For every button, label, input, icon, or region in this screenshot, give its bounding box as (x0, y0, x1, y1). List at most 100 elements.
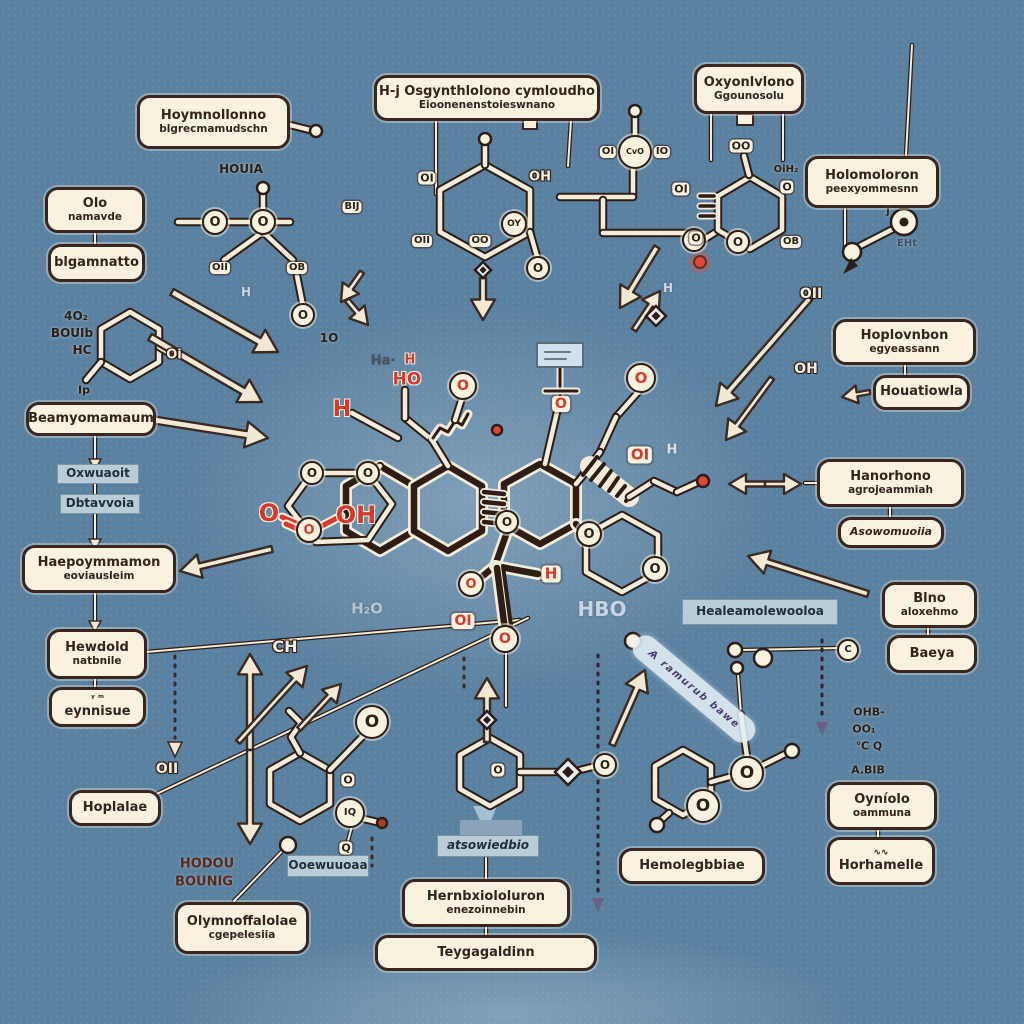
atom-label: H (662, 281, 674, 295)
atom-label: CH (272, 637, 298, 656)
callout-hemolegbbiae: Hemolegbbiae (619, 848, 765, 884)
atom-label: OiH₂ (773, 164, 799, 175)
atom-label: OI (451, 613, 475, 629)
atom-label: H₂O (351, 599, 383, 618)
atom-circle-label: O (526, 256, 550, 280)
callout-teygagaldinn: Teygagaldinn (375, 935, 597, 971)
callout-haepoymmamon-line: Haepoymmamon (37, 554, 161, 570)
atom-circle-label: O (449, 372, 477, 400)
atom-label: O (552, 396, 570, 412)
atom-label: Ip (78, 383, 90, 397)
callout-horhamelle-line: Horhamelle (838, 857, 924, 873)
callout-olo-namavde-line: namavde (67, 211, 123, 224)
callout-hewdold-line: Hewdold (65, 639, 129, 655)
atom-label: OII (155, 761, 179, 777)
atom-circle-label: O (356, 461, 380, 485)
callout-ooewuuoaa-line: Ooewuuoaa (288, 858, 368, 873)
callout-asowomuoiia-line: Asowomuoiia (849, 525, 933, 539)
callout-atsowiedbio-line: atsowiedbio (446, 838, 530, 853)
atom-circle-label: O (296, 517, 322, 543)
callout-hemolegbbiae-line: Hemolegbbiae (639, 857, 745, 873)
atom-label: OI (672, 182, 690, 196)
callout-houatiowla-line: Houatiowla (880, 384, 963, 400)
atom-label: H (404, 352, 416, 368)
callout-hewdold-line: natbnile (72, 655, 122, 668)
callout-dbtavvoia: Dbtavvoia (60, 494, 140, 514)
callout-hanorhono-line: agrojeammiah (848, 484, 933, 497)
atom-circle-label: O (355, 705, 389, 739)
atom-label: OII (412, 235, 432, 247)
callout-oyniolo-line: Oyníolo (854, 791, 910, 807)
atom-circle-label: O (593, 753, 617, 777)
atom-circle-label: O (458, 571, 484, 597)
atom-label: 4O₂ (64, 309, 88, 323)
atom-circle-label: O (642, 556, 668, 582)
atom-label: OO₁ (852, 722, 876, 736)
atom-label: OI (627, 446, 653, 464)
callout-osgynthlolono-line: H-j Osgynthlolono cymloudho (379, 83, 595, 99)
callout-hoplalae: Hoplalae (69, 790, 161, 826)
callout-ooewuuoaa: Ooewuuoaa (287, 855, 369, 877)
callout-oxyonlvlono-line: Oxyonlvlono (703, 74, 795, 90)
callout-olymnoffalolae-line: cgepelesiia (208, 929, 276, 942)
callout-hoymnollonno-line: Hoymnollonno (160, 107, 267, 123)
atom-label: OH (335, 501, 377, 529)
atom-label: OI (418, 171, 436, 185)
atom-label: O (341, 773, 355, 787)
atom-label: OHB- (853, 705, 885, 719)
atom-label: EHt (897, 238, 917, 249)
atom-circle-label: O (300, 461, 324, 485)
atom-circle-label: O (730, 756, 764, 790)
atom-circle-label: OY (501, 211, 527, 237)
atom-label: OO (469, 235, 491, 247)
callout-hoymnollonno-line: blgrecmamudschn (159, 123, 268, 136)
atom-label: BOUNIG (175, 874, 233, 890)
atom-label: OH (794, 361, 818, 377)
atom-label: H (666, 442, 678, 458)
callout-hanorhono-line: Hanorhono (850, 468, 931, 484)
atom-label: BIJ (342, 201, 362, 213)
atom-label: 1O (319, 331, 339, 345)
callout-dbtavvoia-line: Dbtavvoia (65, 496, 135, 511)
callout-blno-aloxehmo-line: Blno (913, 590, 946, 606)
atom-label: H (332, 397, 352, 422)
atom-circle-label: O (291, 303, 315, 327)
callout-oxyonlvlono-line: Ggounosolu (713, 90, 785, 103)
atom-label: IO (653, 146, 671, 158)
callout-eynnisue-line: ʸ ᵐ (91, 694, 104, 705)
atom-label: OB (286, 262, 308, 274)
callout-asowomuoiia: Asowomuoiia (838, 517, 944, 548)
atom-label: OB (780, 236, 802, 248)
callout-oxwuaoit: Oxwuaoit (57, 464, 139, 484)
callout-oxwuaoit-line: Oxwuaoit (66, 466, 130, 481)
atom-circle-label: O (626, 363, 656, 393)
atom-label: HOUIA (219, 162, 263, 176)
atom-label: OII (210, 262, 230, 274)
atom-circle-label: IQ (335, 798, 365, 828)
atom-label: O (258, 499, 280, 527)
atom-label: O (491, 763, 505, 777)
atom-label: HODOU (179, 856, 235, 872)
callout-beamyomamaum: Beamyomamaum (26, 402, 156, 436)
atom-label: OII (799, 286, 823, 302)
callout-hoplalae-line: Hoplalae (82, 799, 148, 815)
atom-label: OH (529, 169, 551, 185)
callout-eynnisue-line: eynnisue (64, 703, 131, 719)
callout-hoplovnbon-line: egyeassann (869, 343, 940, 356)
callout-teygagaldinn-line: Teygagaldinn (437, 944, 535, 960)
callout-healeamolewooloa-line: Healeamolewooloa (696, 604, 824, 619)
callout-horhamelle-line: ∿∿ (873, 848, 889, 859)
atom-circle-label: O (250, 209, 276, 235)
atom-circle-label: O (202, 209, 228, 235)
callout-houatiowla: Houatiowla (873, 375, 970, 410)
callout-beamyomamaum-line: Beamyomamaum (28, 410, 154, 426)
